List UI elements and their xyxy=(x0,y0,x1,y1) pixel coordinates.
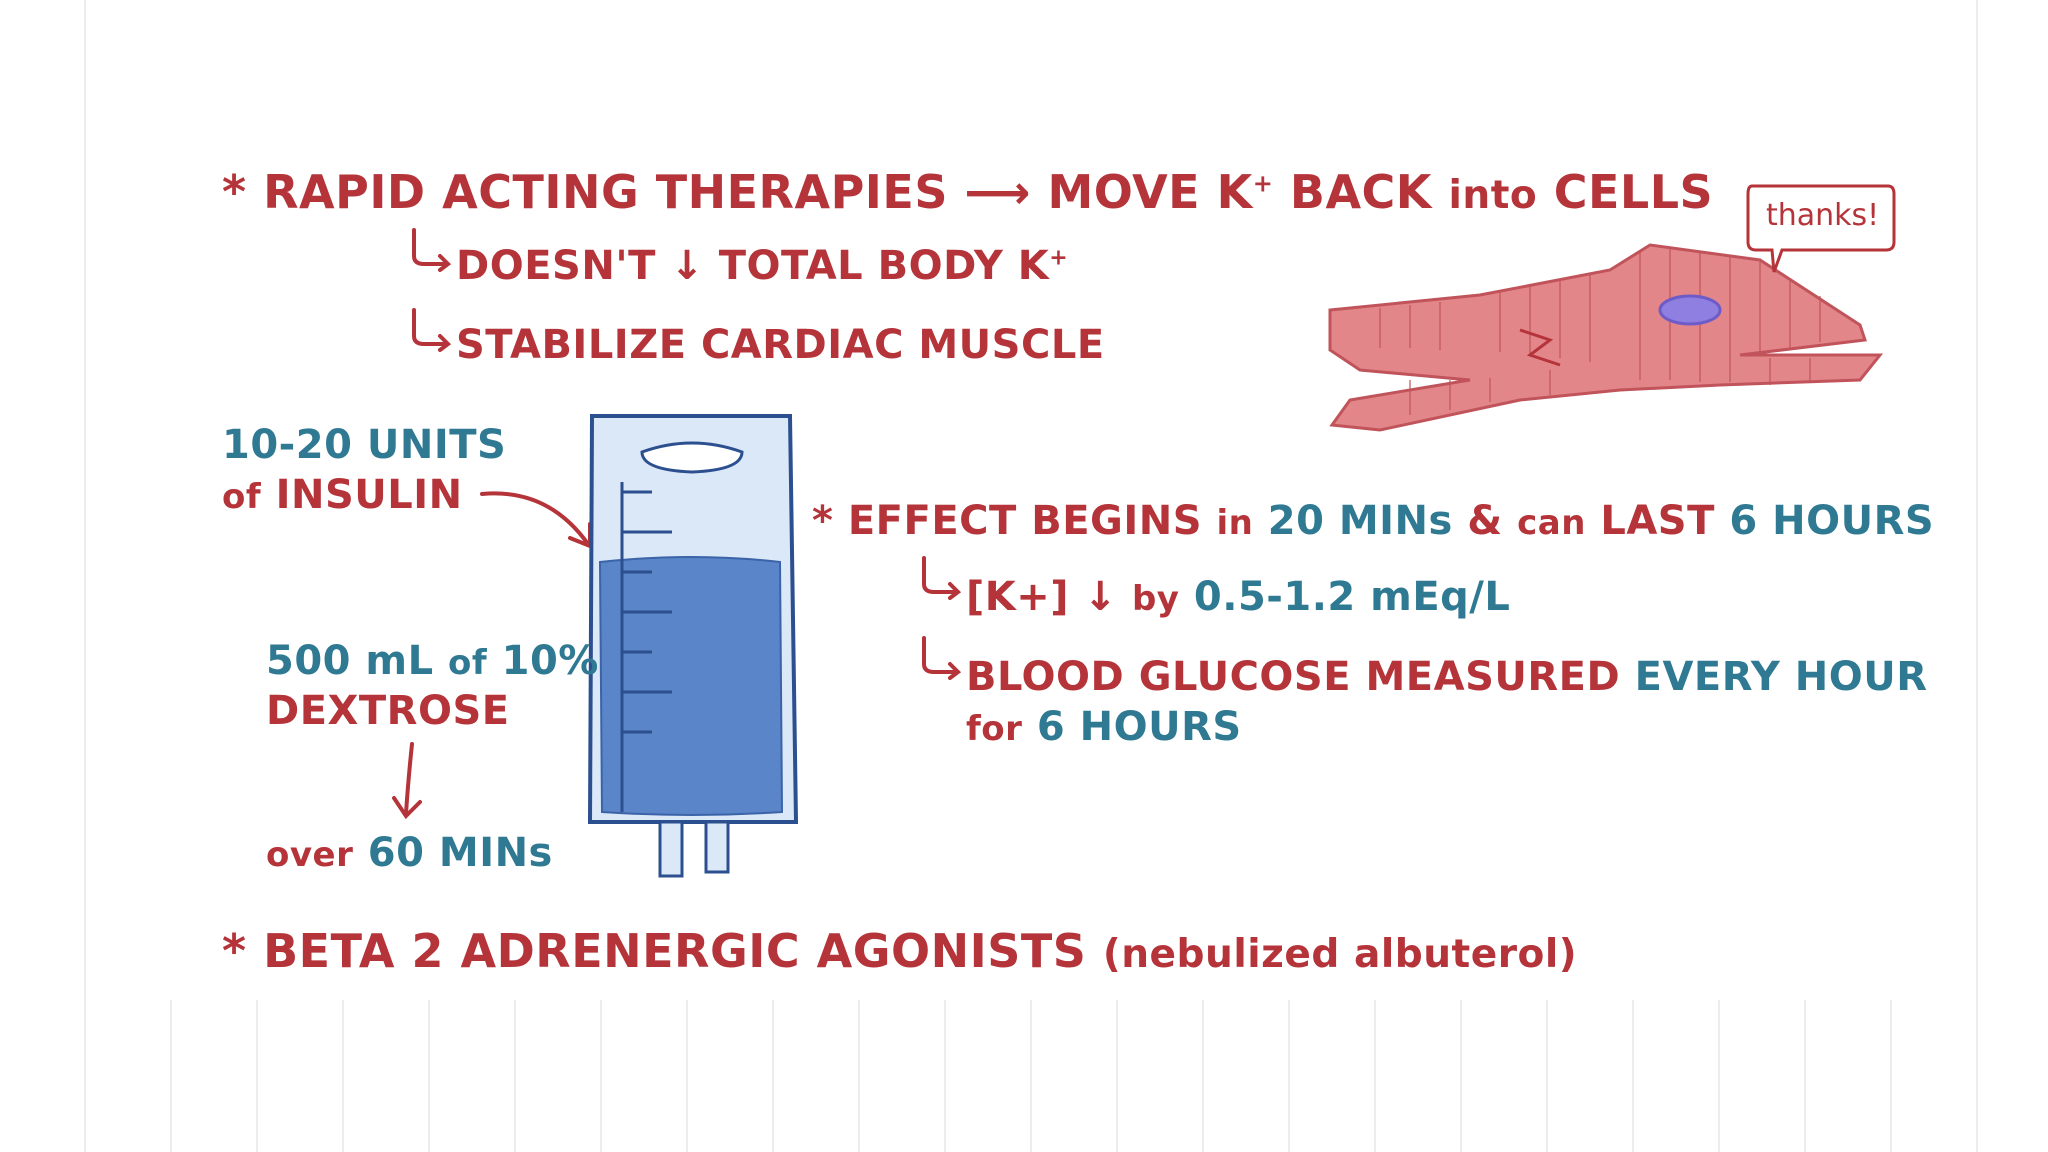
k-drop-arrow: ↓ xyxy=(1083,574,1118,620)
sub1-arrow: ↓ xyxy=(670,243,705,289)
insulin-of: of xyxy=(222,477,262,517)
heading-left: RAPID ACTING THERAPIES xyxy=(263,165,948,219)
heading-back: BACK xyxy=(1289,165,1432,219)
heading-arrow: ⟶ xyxy=(964,165,1031,219)
k-drop: [K+] ↓ by 0.5-1.2 mEq/L xyxy=(966,574,1510,620)
heading-bullet: * xyxy=(222,165,247,219)
dextrose-line2: DEXTROSE xyxy=(266,688,510,734)
sub2: STABILIZE CARDIAC MUSCLE xyxy=(456,322,1105,368)
dextrose-of: of xyxy=(448,643,488,683)
hook-arrow-3 xyxy=(922,556,962,600)
effect-bullet: * xyxy=(812,498,834,544)
insulin-word: INSULIN xyxy=(275,472,463,518)
iv-bag-icon xyxy=(587,414,799,878)
effect-c: 20 MINs xyxy=(1267,498,1453,544)
insulin-line2: of INSULIN xyxy=(222,472,463,518)
sub1-sup: + xyxy=(1049,245,1069,271)
glucose-a: BLOOD GLUCOSE MEASURED xyxy=(966,654,1621,700)
k-drop-c: 0.5-1.2 mEq/L xyxy=(1193,574,1511,620)
glucose-line2: for 6 HOURS xyxy=(966,704,1242,750)
insulin-line1: 10-20 UNITS xyxy=(222,422,507,468)
heading-cells: CELLS xyxy=(1553,165,1714,219)
effect-b: in xyxy=(1216,503,1254,543)
speech-bubble xyxy=(1746,184,1896,273)
beta-bullet: * xyxy=(222,924,247,978)
glucose-d: 6 HOURS xyxy=(1036,704,1242,750)
effect-e: can xyxy=(1517,503,1586,543)
heading: * RAPID ACTING THERAPIES ⟶ MOVE K+ BACK … xyxy=(222,165,1713,219)
effect-g: 6 HOURS xyxy=(1729,498,1935,544)
heading-sup: + xyxy=(1252,169,1274,198)
dextrose-amount: 500 mL xyxy=(266,638,434,684)
effect-d: & xyxy=(1467,498,1503,544)
hook-arrow-4 xyxy=(922,636,962,680)
k-drop-a: [K+] xyxy=(966,574,1070,620)
k-drop-b: by xyxy=(1131,579,1180,619)
beta-agonists: * BETA 2 ADRENERGIC AGONISTS (nebulized … xyxy=(222,924,1577,978)
sub1: DOESN'T ↓ TOTAL BODY K+ xyxy=(456,243,1068,289)
sub1-a: DOESN'T xyxy=(456,243,656,289)
effect: * EFFECT BEGINS in 20 MINs & can LAST 6 … xyxy=(812,498,1934,544)
speech-text: thanks! xyxy=(1766,198,1880,233)
heading-move: MOVE K xyxy=(1047,165,1253,219)
heading-into: into xyxy=(1448,173,1538,218)
hook-arrow-2 xyxy=(412,308,452,352)
dextrose-percent: 10% xyxy=(501,638,599,684)
whiteboard xyxy=(168,0,1960,1000)
duration-time: 60 MINs xyxy=(367,830,553,876)
glucose-line1: BLOOD GLUCOSE MEASURED EVERY HOUR xyxy=(966,654,1928,700)
hook-arrow-1 xyxy=(412,228,452,272)
effect-f: LAST xyxy=(1600,498,1715,544)
beta-a: BETA 2 ADRENERGIC AGONISTS xyxy=(263,924,1087,978)
down-arrow-icon xyxy=(392,742,422,820)
insulin-arrow-icon xyxy=(480,491,592,549)
cardiac-muscle-icon xyxy=(1328,243,1884,432)
glucose-b: EVERY HOUR xyxy=(1634,654,1928,700)
effect-a: EFFECT BEGINS xyxy=(847,498,1203,544)
dextrose-line1: 500 mL of 10% xyxy=(266,638,599,684)
duration-over: over xyxy=(266,835,354,875)
duration: over 60 MINs xyxy=(266,830,553,876)
beta-b: (nebulized albuterol) xyxy=(1102,932,1578,977)
sub1-b: TOTAL BODY K xyxy=(718,243,1050,289)
glucose-c: for xyxy=(966,709,1023,749)
